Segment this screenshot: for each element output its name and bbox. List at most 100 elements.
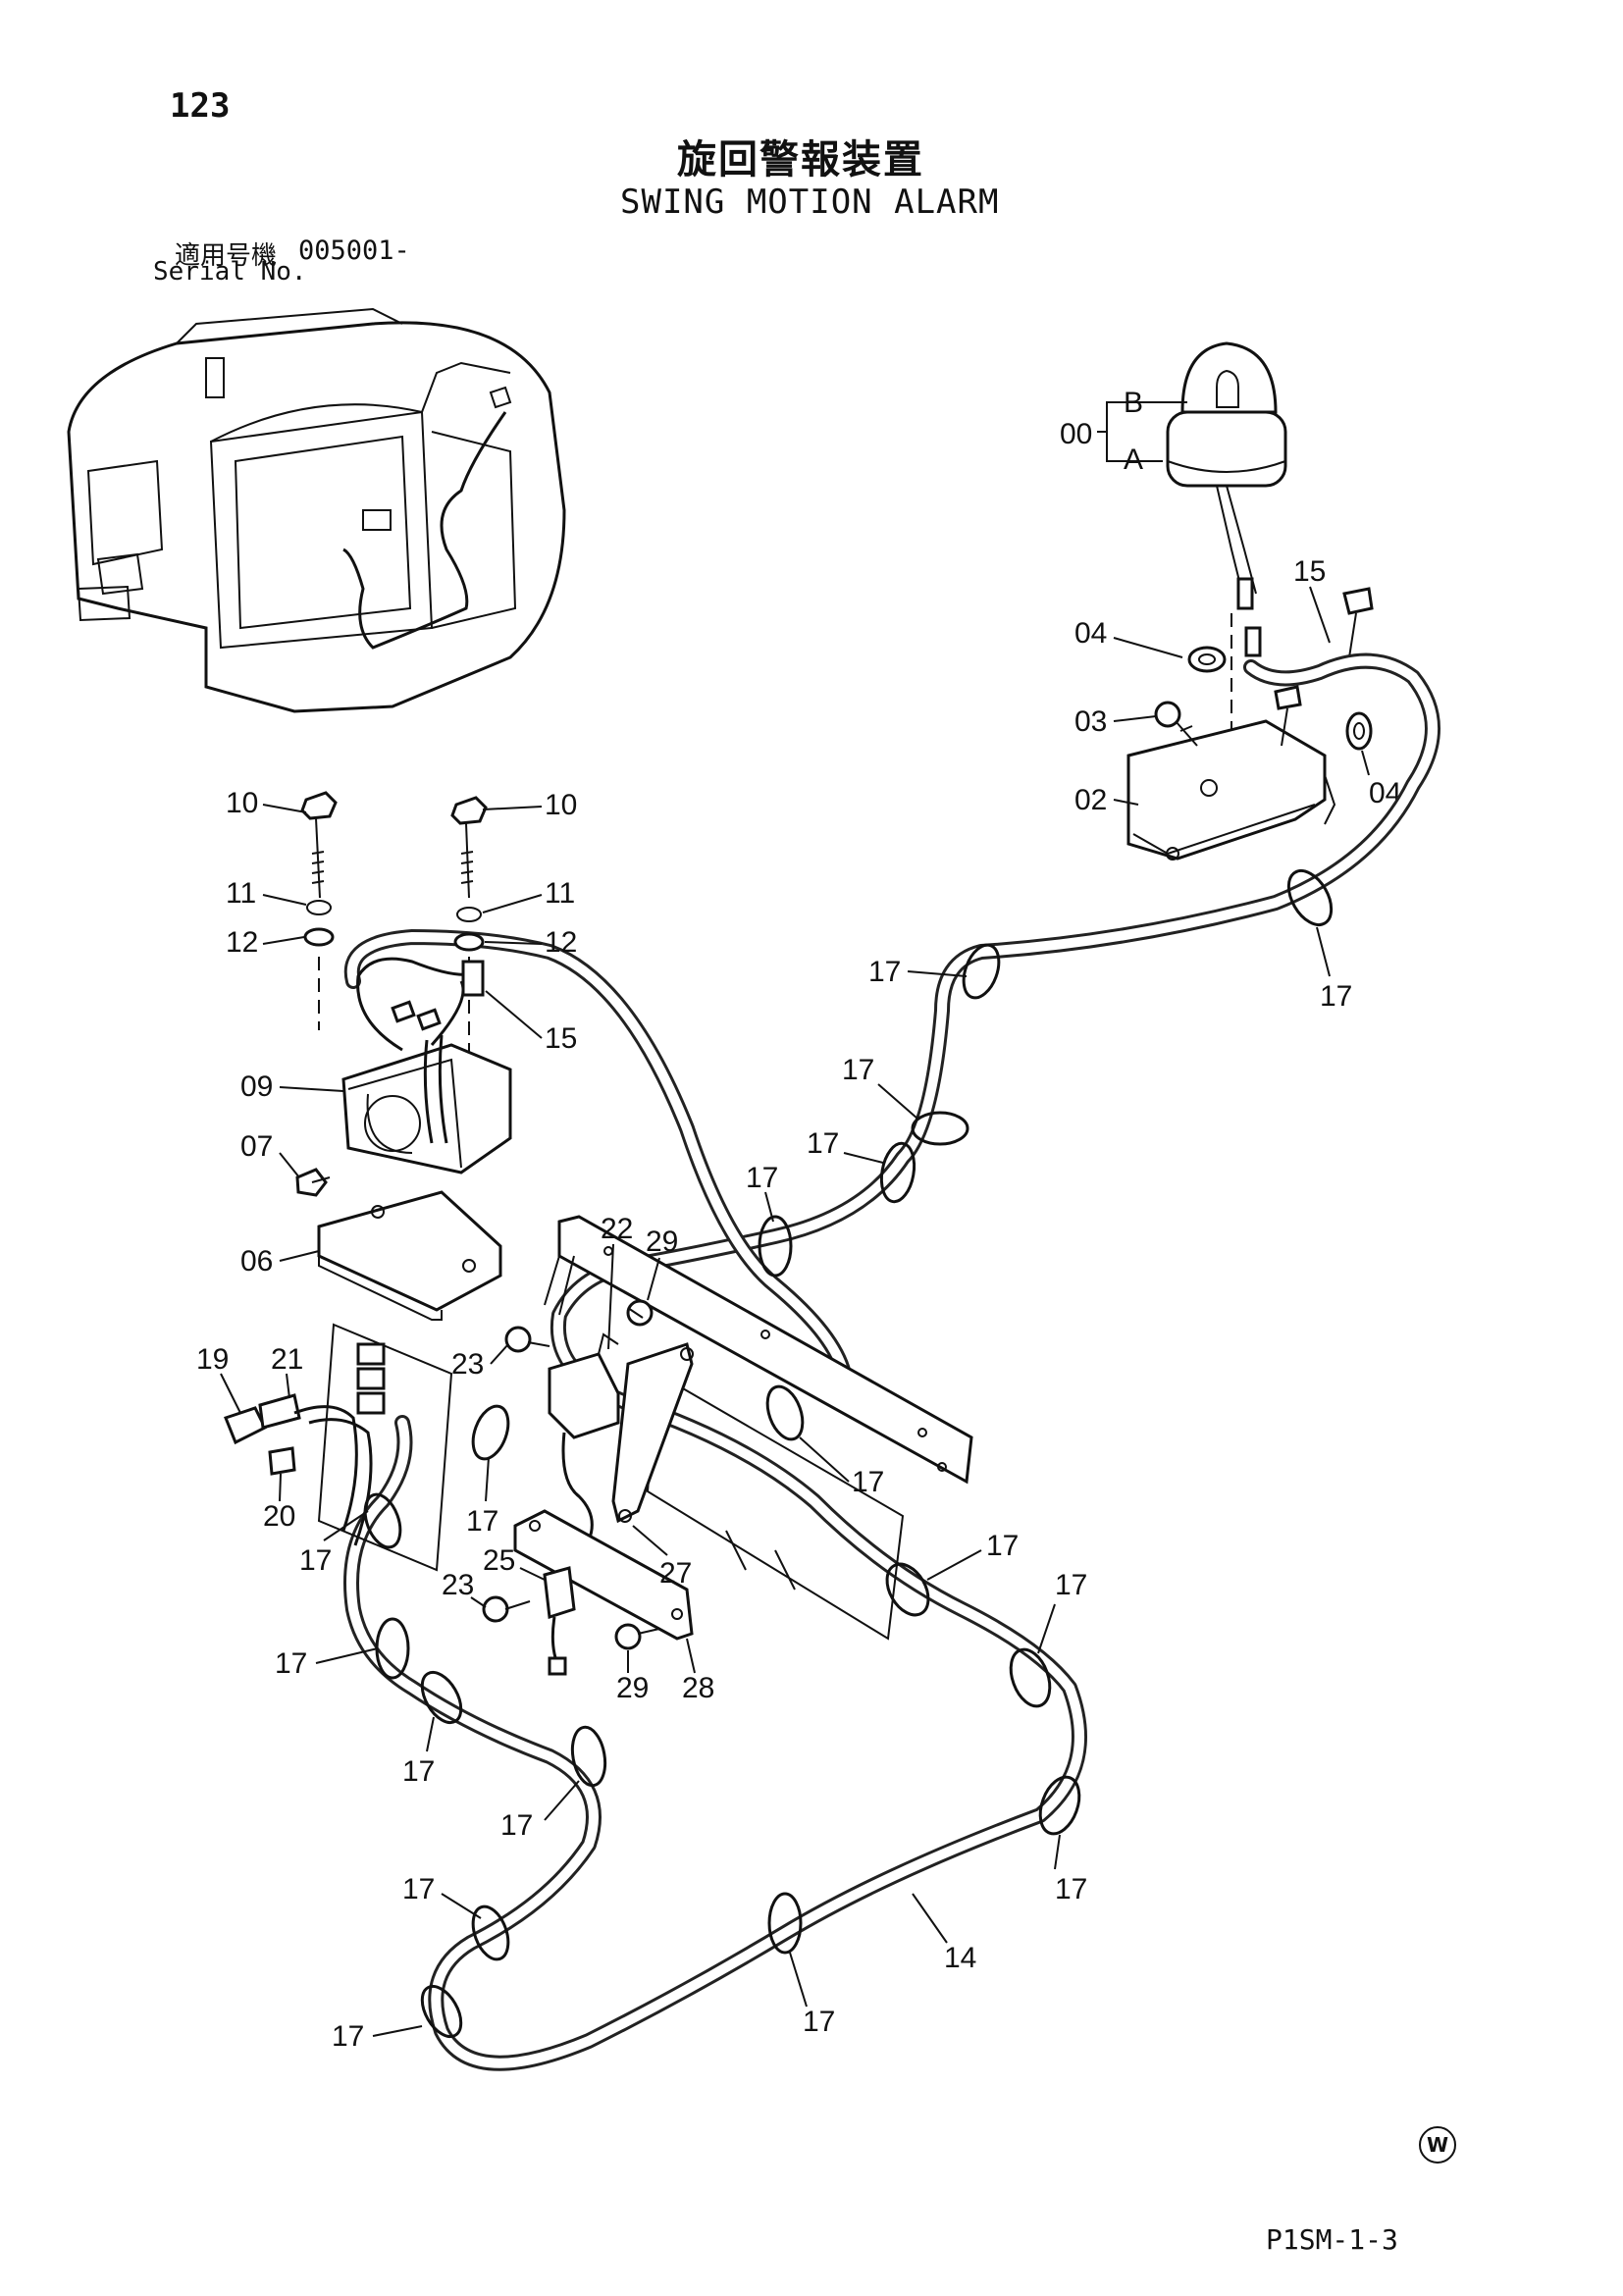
relay-bracket [611,1342,694,1524]
leader-12-right [484,941,543,945]
callout-04-left: 04 [1074,617,1107,650]
washer-12-left [303,927,335,947]
callout-00: 00 [1060,418,1092,450]
circled-w-mark: W [1419,2126,1456,2164]
page-number: 123 [170,86,231,126]
leader-04-right [1361,750,1370,776]
callout-17: 17 [842,1054,874,1086]
clamp-callouts-17: 17 17 17 17 17 17 17 17 17 17 17 17 17 1… [275,926,1352,2053]
callout-bracket-00 [1097,401,1187,462]
callout-21: 21 [271,1343,303,1376]
callout-17: 17 [1320,980,1352,1013]
leader-20 [279,1473,282,1502]
callout-11-right: 11 [545,877,575,910]
cab-overview-illustration [67,307,566,713]
callout-17: 17 [807,1127,839,1160]
washer-12-right [453,932,485,952]
grommet-04-left [1187,646,1227,673]
leader-23-lower [470,1596,487,1608]
leader-02 [1113,799,1139,806]
callout-17: 17 [500,1809,533,1842]
upper-bracket-02 [1126,719,1336,861]
screws-23-29 [482,1299,660,1650]
callout-b: B [1124,387,1143,419]
connector-28 [543,1566,576,1676]
title-japanese: 旋回警報装置 [677,137,924,183]
title-english: SWING MOTION ALARM [620,183,1000,222]
leader-14 [912,1893,948,1944]
leader-19 [220,1373,241,1414]
page-code: P1SM-1-3 [1266,2223,1398,2256]
callout-06: 06 [240,1245,273,1278]
callout-17: 17 [299,1544,332,1577]
leader-09 [279,1086,344,1092]
serial-range: 005001- [298,235,410,266]
wire-harness-14 [343,652,1440,2071]
grommet-04-right [1345,711,1373,751]
callout-27: 27 [659,1557,692,1590]
callout-17: 17 [803,2006,835,2038]
cable-clamps-17 [363,869,1334,2039]
leader-21 [286,1373,290,1399]
callout-17: 17 [868,956,901,988]
leader-10-left [262,804,307,813]
callout-11-left: 11 [226,877,256,910]
callout-22: 22 [601,1213,633,1245]
bolt-10-right [450,796,488,899]
callout-19: 19 [196,1343,229,1376]
switch-19 [224,1393,301,1445]
panel-21 [293,1323,453,1572]
callout-07: 07 [240,1130,273,1163]
leader-11-left [262,894,307,906]
leader-25 [519,1567,546,1581]
leader-06 [279,1250,320,1262]
leader-23-upper [490,1343,509,1365]
callout-17: 17 [402,1755,435,1788]
callout-20: 20 [263,1500,295,1533]
callout-15-lower: 15 [545,1022,577,1055]
callout-a: A [1124,444,1143,476]
leader-07 [279,1152,300,1178]
callout-14: 14 [944,1942,976,1974]
callout-17: 17 [275,1647,307,1680]
callout-12-left: 12 [226,926,258,959]
callout-03: 03 [1074,705,1107,738]
callout-28: 28 [682,1672,714,1704]
callout-12-right: 12 [545,926,577,959]
beacon-light-assembly [1166,341,1287,746]
leader-15-upper [1309,586,1331,644]
callout-10-right: 10 [545,789,577,821]
callout-17: 17 [466,1505,498,1538]
bolt-10-left [300,791,338,899]
relay-22 [548,1332,620,1541]
leader-04-left [1113,637,1183,658]
callout-29-lower: 29 [616,1672,649,1704]
callout-23-lower: 23 [442,1569,474,1601]
callout-17: 17 [332,2020,364,2053]
leader-03 [1113,715,1157,722]
spring-washer-11-right [456,907,482,922]
leader-11-right [482,894,543,913]
leader-22 [607,1243,614,1350]
bolt-03 [1154,701,1198,747]
callout-15-upper: 15 [1293,555,1326,588]
callout-17: 17 [852,1466,884,1498]
serial-label-english: Serial No. [153,257,307,287]
callout-09: 09 [240,1070,273,1103]
bolts-upper-right [1274,587,1374,747]
bolt-07 [295,1168,331,1197]
leader-15-lower [485,990,543,1039]
callout-10-left: 10 [226,787,258,819]
spring-washer-11-left [306,900,332,915]
callout-02: 02 [1074,784,1107,816]
horn-wiring [356,957,485,1144]
label-20 [268,1446,296,1476]
serial-label-japanese: 適用号機 [175,241,278,271]
leader-28 [686,1638,696,1674]
mounting-rail [544,1215,973,1641]
leader-10-right [482,806,543,810]
bracket-06 [317,1190,502,1321]
bracket-25 [513,1509,694,1641]
callout-17: 17 [746,1162,778,1194]
